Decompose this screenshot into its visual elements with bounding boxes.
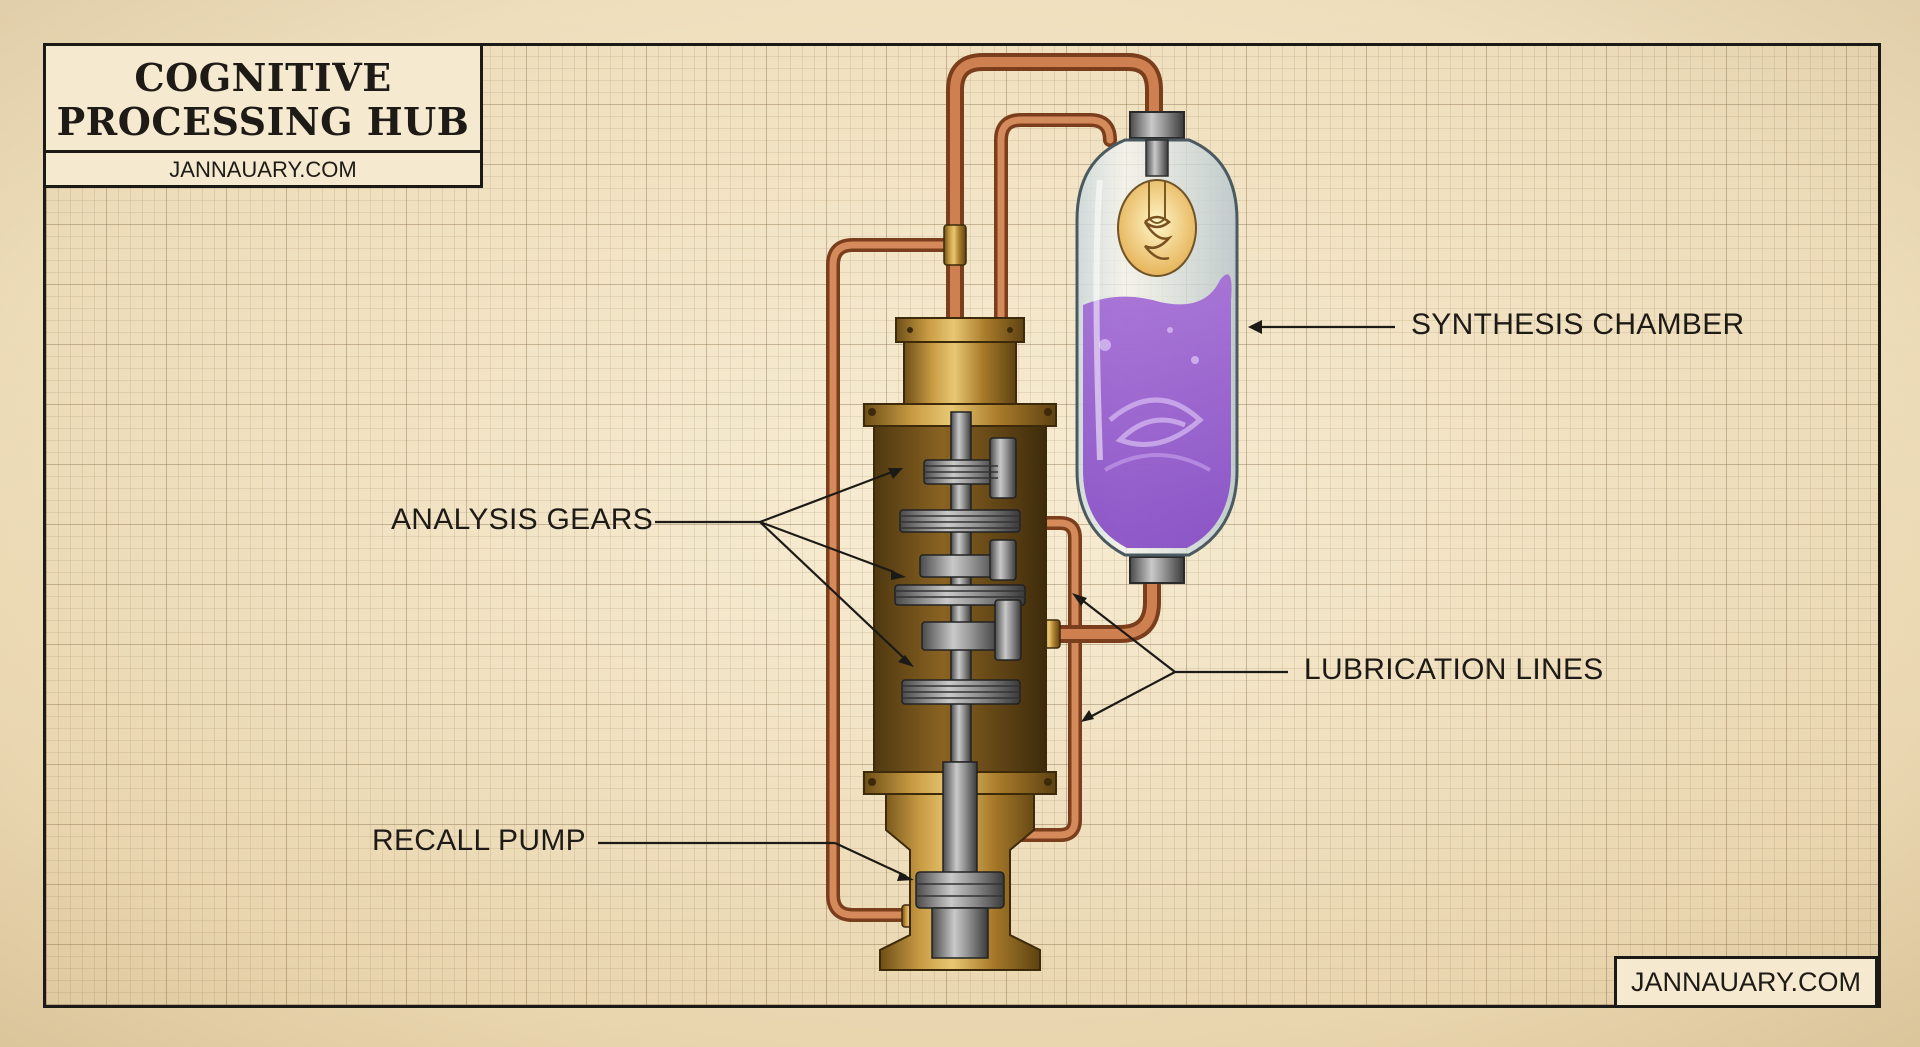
title-site: JANNAUARY.COM — [46, 150, 480, 188]
label-analysis-gears: ANALYSIS GEARS — [391, 503, 654, 536]
title-box: COGNITIVE PROCESSING HUB JANNAUARY.COM — [43, 43, 483, 188]
synthesis-chamber-vessel — [1075, 111, 1239, 584]
label-synthesis-chamber: SYNTHESIS CHAMBER — [1411, 308, 1745, 341]
arrowheads — [888, 320, 1262, 881]
recall-pump-piston — [915, 761, 1005, 959]
copper-pipes — [826, 53, 1163, 922]
leader-lines — [598, 325, 1395, 877]
page-title: COGNITIVE PROCESSING HUB — [46, 56, 480, 154]
title-line-1: COGNITIVE — [134, 55, 392, 100]
label-recall-pump: RECALL PUMP — [372, 824, 586, 857]
label-lubrication-lines: LUBRICATION LINES — [1304, 653, 1604, 686]
title-line-2: PROCESSING HUB — [56, 99, 470, 144]
analysis-gear-stack — [894, 411, 1026, 763]
footer-stamp: JANNAUARY.COM — [1614, 956, 1878, 1008]
